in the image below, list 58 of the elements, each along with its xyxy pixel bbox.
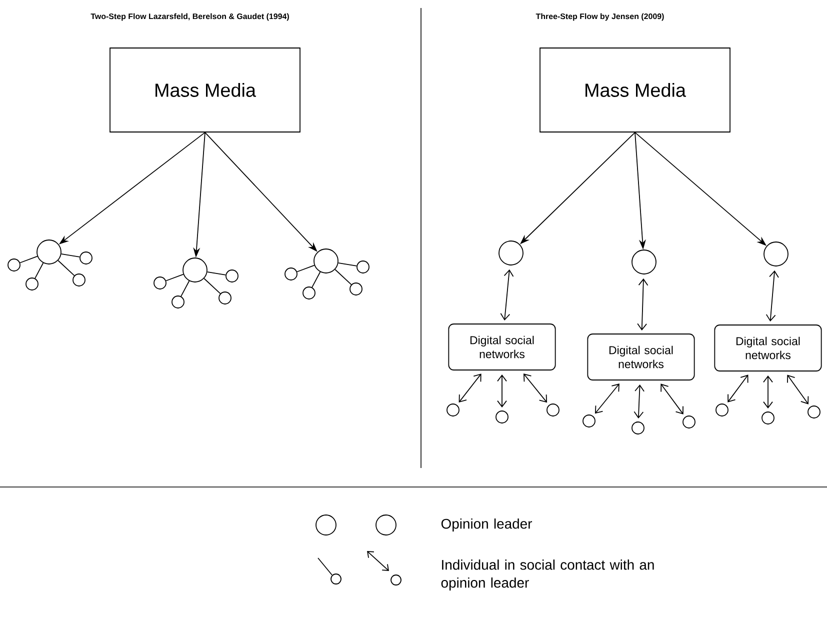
network-box: Digital social networks	[587, 334, 695, 380]
opinion-leader-circle	[498, 240, 524, 266]
individual-circle	[496, 410, 508, 424]
double-arrow	[497, 374, 507, 408]
individual-circle	[546, 404, 560, 416]
individual-circle	[284, 268, 298, 280]
double-arrow	[637, 278, 648, 331]
individual-circle	[582, 414, 596, 428]
connector-line	[334, 269, 352, 286]
individual-circle	[80, 252, 92, 264]
double-arrow	[660, 384, 684, 414]
individual-circle	[446, 404, 460, 416]
double-arrow	[766, 270, 779, 322]
individual-circle	[302, 286, 316, 300]
double-arrow	[763, 375, 773, 409]
individual-circle	[72, 274, 86, 286]
network-box: Digital social networks	[714, 324, 822, 372]
opinion-leader-circle	[632, 250, 656, 274]
double-arrow	[728, 374, 748, 402]
connector-line	[166, 274, 184, 282]
connector-line	[34, 262, 44, 279]
double-arrow	[634, 384, 644, 419]
double-arrow	[458, 374, 482, 403]
individual-circle	[172, 296, 184, 308]
connector-line	[206, 272, 226, 276]
connector-line	[338, 262, 358, 266]
opinion-leader-circle	[314, 248, 338, 274]
individual-circle	[218, 292, 232, 304]
connector-line	[296, 264, 315, 272]
mass-media-box: Mass Media	[110, 48, 300, 132]
individual-circle	[762, 412, 774, 424]
individual-circle	[716, 404, 728, 416]
connector-line	[312, 272, 321, 288]
mass-media-box: Mass Media	[540, 48, 730, 132]
legend-text: Individual in social contact with an opinion leader	[441, 560, 654, 590]
connector-line	[204, 278, 221, 294]
individual-circle	[350, 282, 362, 296]
individual-circle	[808, 406, 820, 418]
double-arrow	[787, 374, 809, 404]
connector-line	[20, 256, 38, 264]
double-arrow	[523, 374, 548, 403]
double-arrow	[500, 269, 514, 321]
network-box: Digital social networks	[448, 324, 556, 370]
connector-line	[60, 254, 80, 258]
double-arrow	[594, 384, 620, 414]
opinion-leader-circle	[36, 240, 62, 264]
legend-text: Opinion leader	[441, 518, 532, 532]
opinion-leader-circle	[182, 258, 208, 282]
individual-circle	[154, 276, 166, 290]
individual-circle	[8, 258, 20, 272]
opinion-leader-circle	[764, 242, 788, 266]
connector-line	[180, 280, 190, 297]
individual-circle	[356, 260, 370, 274]
connector-line	[58, 260, 75, 276]
individual-circle	[26, 278, 38, 290]
individual-circle	[682, 416, 696, 428]
individual-circle	[226, 270, 238, 282]
individual-circle	[632, 422, 644, 434]
